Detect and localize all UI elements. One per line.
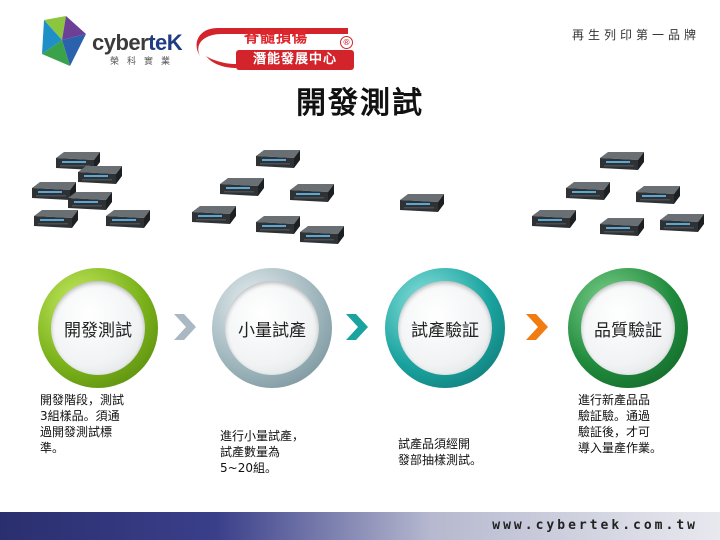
- chevron-right-icon: [174, 314, 196, 340]
- step-label: 小量試產: [238, 320, 306, 341]
- toner-cartridge-icon: [658, 212, 706, 234]
- toner-cartridge-icon: [564, 180, 612, 202]
- registered-mark: ®: [340, 36, 353, 49]
- step-quality-verification: 品質驗証: [568, 268, 688, 388]
- step-label: 試產驗証: [411, 320, 479, 341]
- toner-cartridge-icon: [76, 164, 124, 186]
- toner-cartridge-icon: [288, 182, 336, 204]
- cartridge-group-2: [188, 148, 348, 248]
- step-trial-verification: 試產驗証: [385, 268, 505, 388]
- toner-cartridge-icon: [598, 216, 646, 238]
- step-label: 開發測試: [64, 320, 132, 341]
- toner-cartridge-icon: [190, 204, 238, 226]
- toner-cartridge-icon: [398, 192, 446, 214]
- step-inner: 開發測試: [51, 281, 145, 375]
- toner-cartridge-icon: [218, 176, 266, 198]
- toner-cartridge-icon: [32, 208, 80, 230]
- chevron-right-icon: [526, 314, 548, 340]
- step-description: 進行新產品品 驗証驗。通過 驗証後，才可 導入量產作業。: [578, 393, 663, 455]
- toner-cartridge-icon: [634, 184, 682, 206]
- step-development-test: 開發測試: [38, 268, 158, 388]
- toner-cartridge-icon: [104, 208, 152, 230]
- toner-cartridge-icon: [254, 214, 302, 236]
- footer-bar: [0, 512, 720, 540]
- tagline: 再生列印第一品牌: [571, 28, 700, 42]
- cybertek-logo-icon: [42, 16, 86, 66]
- toner-cartridge-icon: [254, 148, 302, 170]
- step-inner: 小量試產: [225, 281, 319, 375]
- logo-text: cyberteK: [92, 30, 183, 55]
- cartridge-group-1: [30, 150, 170, 240]
- logo-subtitle: 榮科實業: [110, 57, 179, 67]
- banner-subtitle: 潛能發展中心: [236, 50, 354, 70]
- footer-url: www.cybertek.com.tw: [492, 518, 698, 533]
- step-description: 試產品須經開 發部抽樣測試。: [398, 437, 483, 467]
- toner-cartridge-icon: [298, 224, 346, 246]
- toner-cartridge-icon: [598, 150, 646, 172]
- page-title: 開發測試: [296, 86, 424, 121]
- toner-cartridge-icon: [66, 190, 114, 212]
- step-label: 品質驗証: [594, 320, 662, 341]
- step-description: 開發階段，測試 3組樣品。須通 過開發測試標 準。: [40, 393, 125, 455]
- banner-title: 脊髓損傷: [244, 28, 309, 46]
- cartridge-group-3: [398, 192, 458, 232]
- cartridge-group-4: [528, 150, 708, 250]
- banner-swoosh-icon: [196, 28, 348, 68]
- step-inner: 品質驗証: [581, 281, 675, 375]
- step-description: 進行小量試產， 試產數量為 5~20組。: [220, 429, 305, 475]
- toner-cartridge-icon: [54, 150, 102, 172]
- step-inner: 試產驗証: [398, 281, 492, 375]
- step-small-trial-production: 小量試產: [212, 268, 332, 388]
- toner-cartridge-icon: [530, 208, 578, 230]
- chevron-right-icon: [346, 314, 368, 340]
